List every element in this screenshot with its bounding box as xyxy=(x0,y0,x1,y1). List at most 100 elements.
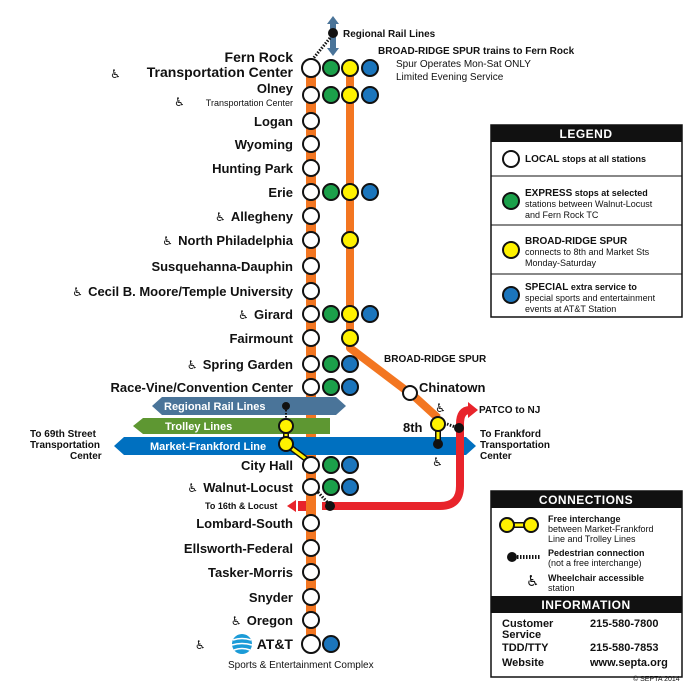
spur-note-2: Limited Evening Service xyxy=(396,72,504,83)
wheelchair-label: Wheelchair accessible xyxy=(548,573,644,583)
station-14[interactable]: City Hall xyxy=(241,456,359,474)
station-name: City Hall xyxy=(241,458,293,473)
express-stop-dot xyxy=(322,378,340,396)
local-stop-dot xyxy=(302,563,320,581)
station-8[interactable]: Susquehanna-Dauphin xyxy=(151,257,320,275)
wheelchair-icon: ♿ xyxy=(174,95,185,109)
chinatown-stop[interactable] xyxy=(402,385,418,401)
local-stop-dot xyxy=(302,611,320,629)
local-stop-dot xyxy=(302,329,320,347)
wheelchair-icon: ♿ xyxy=(195,638,206,652)
legend-spur-2: connects to 8th and Market Sts xyxy=(525,247,650,257)
station-7[interactable]: North Philadelphia♿ xyxy=(162,231,359,249)
legend-local: LOCAL stops at all stations xyxy=(525,154,646,165)
station-name: North Philadelphia xyxy=(178,233,294,248)
eighth-station-connector[interactable]: 8th Chinatown ♿ ♿ xyxy=(402,380,485,469)
station-17[interactable]: Ellsworth-Federal xyxy=(184,539,320,557)
regional-rail-top-connector[interactable]: Regional Rail Lines xyxy=(310,16,436,61)
station-name: Fern Rock xyxy=(225,49,294,65)
att-sublabel: Sports & Entertainment Complex xyxy=(228,660,374,671)
att-logo xyxy=(231,634,253,654)
station-21[interactable]: AT&T♿ xyxy=(195,634,340,654)
pedestrian-text: (not a free interchange) xyxy=(548,558,642,568)
local-stop-dot xyxy=(302,456,320,474)
station-6[interactable]: Allegheny♿ xyxy=(215,207,320,225)
info-phone-customer[interactable]: 215-580-7800 xyxy=(590,618,659,630)
to-69th-line-1: To 69th Street xyxy=(30,429,97,440)
station-9[interactable]: Cecil B. Moore/Temple University♿ xyxy=(72,282,320,300)
to-frankford-line-2: Transportation xyxy=(480,440,550,451)
spur-stop-dot xyxy=(341,305,359,323)
station-13[interactable]: Race-Vine/Convention Center xyxy=(110,378,359,396)
special-stop-dot xyxy=(341,456,359,474)
station-11[interactable]: Fairmount xyxy=(229,329,359,347)
local-stop-dot xyxy=(302,112,320,130)
legend-express: EXPRESS stops at selected xyxy=(525,188,648,199)
station-19[interactable]: Snyder xyxy=(249,588,320,606)
info-label-customer: Customer xyxy=(502,618,554,630)
station-name: Snyder xyxy=(249,590,293,605)
local-stop-dot xyxy=(302,282,320,300)
free-interchange-label: Free interchange xyxy=(548,514,621,524)
express-dot xyxy=(502,192,520,210)
station-12[interactable]: Spring Garden♿ xyxy=(187,355,359,373)
station-name: Oregon xyxy=(247,613,293,628)
station-18[interactable]: Tasker-Morris xyxy=(208,563,320,581)
station-2[interactable]: Logan xyxy=(254,112,320,130)
station-name: Wyoming xyxy=(235,137,293,152)
wheelchair-icon: ♿ xyxy=(231,614,242,628)
legend-special-2: special sports and entertainment xyxy=(525,293,656,303)
station-name: Fairmount xyxy=(229,331,293,346)
eighth-label: 8th xyxy=(403,420,423,435)
station-name-2: Transportation Center xyxy=(147,64,294,80)
station-4[interactable]: Hunting Park xyxy=(212,159,320,177)
to-16th-label: To 16th & Locust xyxy=(205,501,277,511)
station-subname: Transportation Center xyxy=(206,98,293,108)
special-stop-dot xyxy=(341,378,359,396)
info-label-website: Website xyxy=(502,657,544,669)
local-stop-dot xyxy=(302,378,320,396)
free-interchange-text-2: Line and Trolley Lines xyxy=(548,534,636,544)
trolley-band-label: Trolley Lines xyxy=(165,421,232,433)
express-stop-dot xyxy=(322,305,340,323)
station-10[interactable]: Girard♿ xyxy=(238,305,379,323)
station-16[interactable]: Lombard-South xyxy=(196,514,320,532)
chinatown-label: Chinatown xyxy=(419,380,485,395)
special-dot xyxy=(502,286,520,304)
info-phone-tdd[interactable]: 215-580-7853 xyxy=(590,642,659,654)
special-stop-dot xyxy=(361,59,379,77)
market-frankford-band[interactable]: Market-Frankford Line xyxy=(114,437,476,455)
wheelchair-icon: ♿ xyxy=(238,308,249,322)
mfl-band-label: Market-Frankford Line xyxy=(150,441,266,453)
patco-line[interactable]: PATCO to NJ To 16th & Locust xyxy=(205,402,540,512)
special-stop-dot xyxy=(341,478,359,496)
station-3[interactable]: Wyoming xyxy=(235,135,320,153)
legend-special-3: events at AT&T Station xyxy=(525,304,616,314)
regional-rail-top-label: Regional Rail Lines xyxy=(343,29,436,40)
station-20[interactable]: Oregon ♿ xyxy=(231,611,320,629)
trolley-band[interactable]: Trolley Lines xyxy=(133,418,330,434)
to-frankford-line-3: Center xyxy=(480,451,512,462)
legend: LEGEND LOCAL stops at all stations EXPRE… xyxy=(490,124,683,318)
to-16th-arrow-icon xyxy=(287,500,296,512)
station-name: Susquehanna-Dauphin xyxy=(151,259,293,274)
info-label-tdd: TDD/TTY xyxy=(502,642,549,654)
regional-rail-band[interactable]: Regional Rail Lines xyxy=(152,397,346,415)
station-name: Cecil B. Moore/Temple University xyxy=(88,284,294,299)
express-stop-dot xyxy=(322,59,340,77)
legend-spur-3: Monday-Saturday xyxy=(525,258,597,268)
legend-express-3: and Fern Rock TC xyxy=(525,210,599,220)
to-frankford-line-1: To Frankford xyxy=(480,429,541,440)
broad-ridge-spur-line xyxy=(346,68,441,421)
express-stop-dot xyxy=(322,86,340,104)
local-stop-dot xyxy=(302,588,320,606)
local-stop-dot xyxy=(302,539,320,557)
station-15[interactable]: Walnut-Locust♿ xyxy=(187,478,359,496)
station-5[interactable]: Erie xyxy=(268,183,379,201)
to-frankford-label: To Frankford Transportation Center xyxy=(480,429,550,462)
info-website-link[interactable]: www.septa.org xyxy=(589,657,668,669)
local-stop-dot xyxy=(302,135,320,153)
